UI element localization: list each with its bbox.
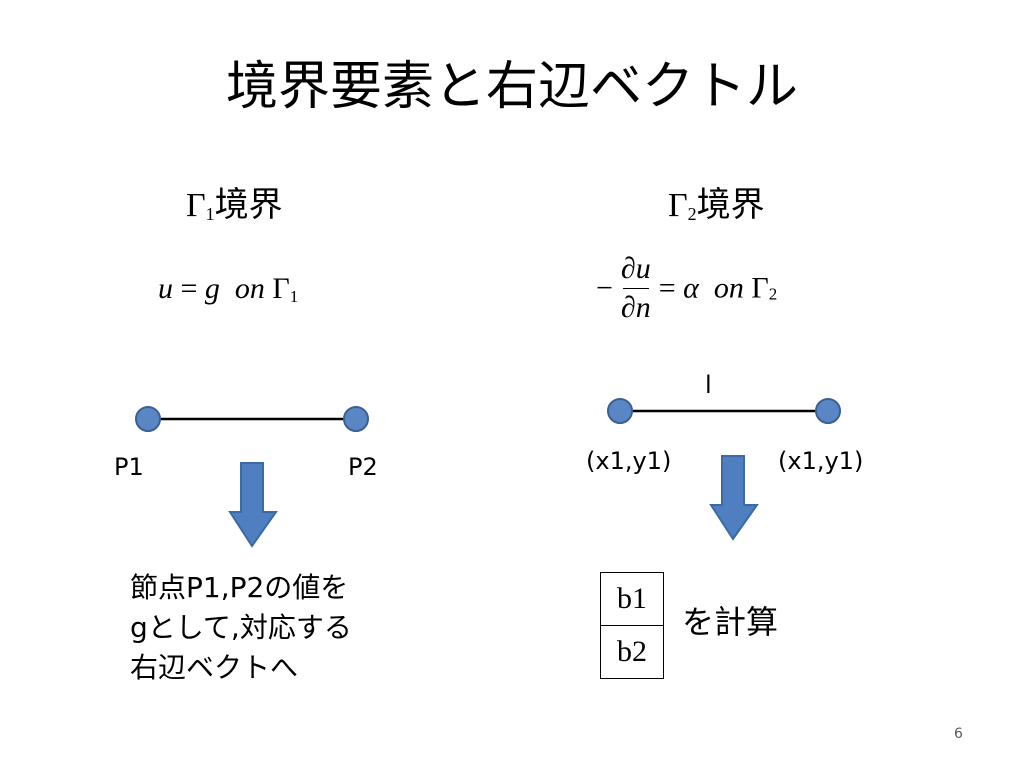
formula-gamma: Γ [272,272,290,305]
formula-equals: = [180,272,198,305]
table-row: b2 [600,625,664,679]
down-arrow-icon [228,462,278,548]
gamma2-heading: Γ2境界 [668,186,765,234]
vector-entry-b2: b2 [600,625,664,679]
gamma1-heading: Γ1境界 [186,186,283,234]
neumann-formula: −∂u ∂n= α on Γ2 [596,250,777,327]
formula-alpha: α [683,271,699,305]
page-number: 6 [954,726,963,742]
note-line: gとして,対応する [130,611,352,644]
table-row: b1 [600,572,664,626]
formula-gamma-sub: 1 [289,287,299,306]
fraction-numerator: ∂u [620,252,651,285]
segment-length-label: l [705,371,712,399]
point-label-end: (x1,y1) [778,447,864,475]
heading-text: 境界 [696,187,765,224]
vector-entry-b1: b1 [600,572,664,626]
formula-gamma: Γ [751,271,769,305]
formula-on: on [234,272,265,305]
point-label-start: (x1,y1) [586,447,672,475]
note-line: 節点P1,P2の値を [130,571,349,604]
circle-node-icon [135,406,161,432]
down-arrow-icon [709,455,759,541]
heading-text: 境界 [214,187,283,224]
formula-equals: = [658,271,676,305]
fraction-bar [622,288,649,289]
fraction-denominator: ∂n [620,291,651,324]
gamma-subscript: 1 [205,204,215,224]
formula-on: on [713,271,744,305]
circle-node-icon [607,398,633,424]
formula-u: u [158,272,173,305]
point-label-p1: P1 [114,453,144,481]
rhs-vector: b1 b2 [600,572,664,679]
calc-label: を計算 [682,603,779,641]
slide-title: 境界要素と右辺ベクトル [225,57,798,117]
circle-node-icon [815,398,841,424]
point-label-p2: P2 [348,453,378,481]
formula-gamma-sub: 2 [768,284,778,304]
left-note: 節点P1,P2の値を gとして,対応する 右辺ベクトへ [130,568,352,688]
left-boundary-element [135,406,369,432]
note-line: 右辺ベクトへ [130,651,299,684]
circle-node-icon [343,406,369,432]
gamma-symbol: Γ [668,187,688,224]
dirichlet-formula: u = g on Γ1 [158,271,298,315]
gamma-symbol: Γ [186,187,206,224]
formula-g: g [204,272,220,305]
gamma-subscript: 2 [687,204,697,224]
partial-fraction: ∂u ∂n [621,250,651,327]
formula-minus: − [596,271,613,305]
right-boundary-element [607,398,841,424]
